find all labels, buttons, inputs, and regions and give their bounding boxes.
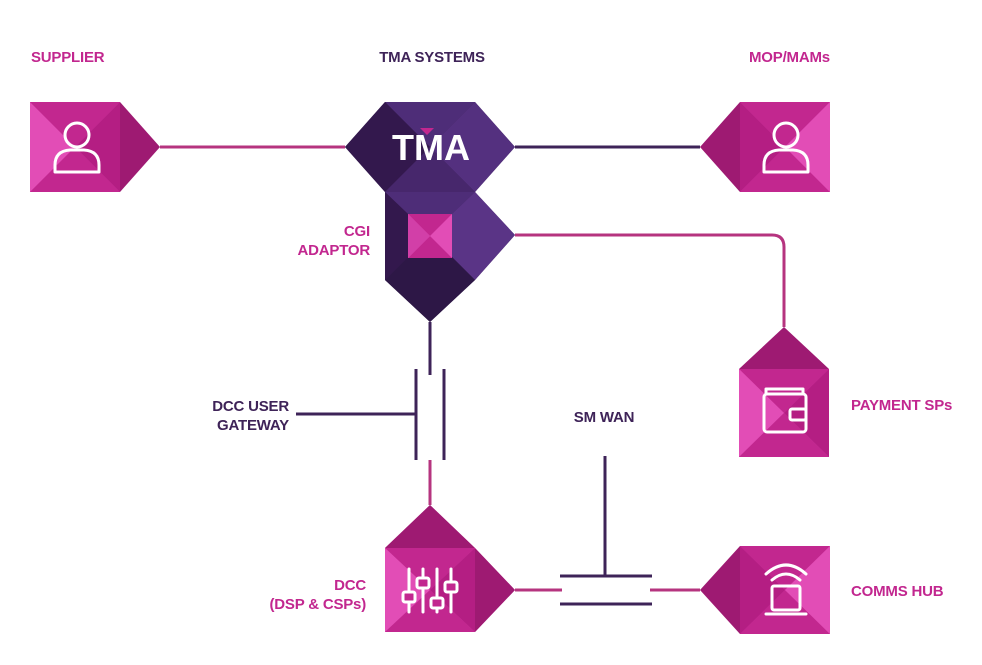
supplier-label: SUPPLIER	[31, 49, 105, 66]
cgi-adaptor-label: CGI ADAPTOR	[270, 222, 371, 260]
comms-hub-node[interactable]	[700, 546, 830, 634]
tma-systems-label: TMA SYSTEMS	[379, 49, 485, 66]
supplier-node[interactable]	[30, 102, 160, 192]
tma-systems-node[interactable]: TMA	[345, 102, 515, 192]
mop-mams-label: MOP/MAMs	[749, 49, 830, 66]
tma-logo: TMA	[392, 127, 470, 168]
payment-sps-node[interactable]	[739, 327, 829, 457]
cgi-adaptor-label-line2: ADAPTOR	[297, 242, 371, 259]
cgi-adaptor-label-line1: CGI	[343, 223, 370, 240]
wallet-icon	[762, 387, 808, 434]
mop-mams-node[interactable]	[700, 102, 830, 192]
square-gem-icon	[408, 214, 452, 258]
tma-logo-accent	[420, 128, 434, 135]
dcc-label-line1: DCC	[334, 577, 366, 594]
dcc-user-gateway-label-line1: DCC USER	[212, 398, 289, 415]
line-cgi-payment	[515, 233, 786, 327]
dcc-label: DCC (DSP & CSPs)	[230, 576, 366, 614]
sliders-icon	[401, 567, 459, 614]
dcc-node[interactable]	[385, 505, 515, 632]
connector-lines	[160, 145, 786, 606]
signal-hub-icon	[764, 563, 808, 616]
tma-logo-text: TMA	[392, 127, 470, 168]
sm-wan-label: SM WAN	[573, 409, 635, 426]
dcc-user-gateway-label: DCC USER GATEWAY	[180, 397, 289, 435]
user-icon	[53, 121, 101, 174]
cgi-adaptor-node[interactable]	[385, 192, 515, 322]
payment-sps-label: PAYMENT SPs	[851, 397, 953, 414]
user-icon	[762, 121, 810, 174]
dcc-user-gateway-label-line2: GATEWAY	[217, 417, 289, 434]
comms-hub-label: COMMS HUB	[851, 583, 944, 600]
dcc-label-line2: (DSP & CSPs)	[269, 596, 366, 613]
